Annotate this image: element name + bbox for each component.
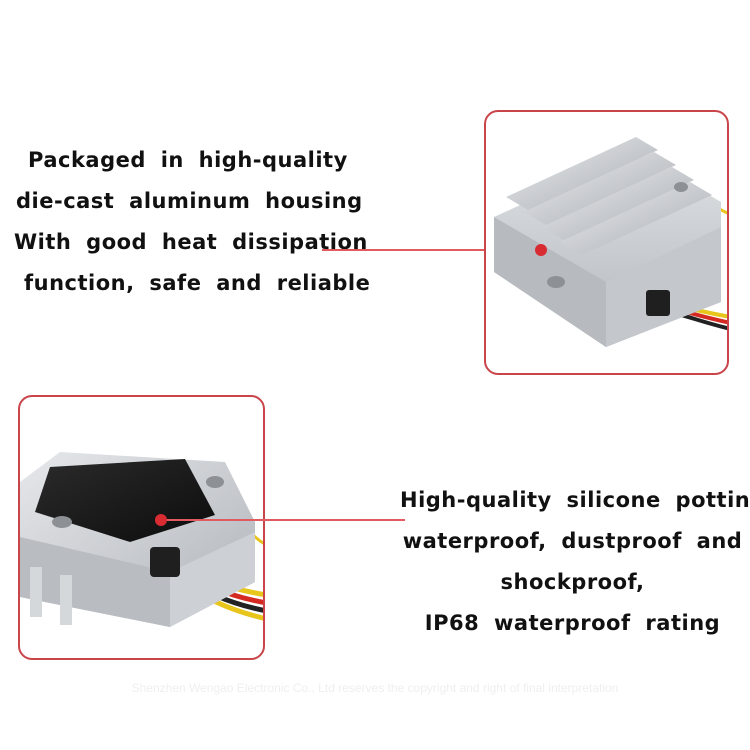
feature-housing-line-4: function, safe and reliable [24, 271, 371, 295]
silicone-potting-image [20, 452, 263, 627]
aluminum-housing-image [494, 137, 727, 347]
housing-callout-line [322, 249, 540, 251]
feature-potting-line-1: High-quality silicone potting, [400, 488, 750, 512]
feature-potting-line-2: waterproof, dustproof and [402, 529, 743, 553]
feature-potting-line-4: IP68 waterproof rating [424, 611, 721, 635]
feature-housing-line-2: die-cast aluminum housing [16, 189, 363, 213]
copyright-watermark: Shenzhen Wengao Electronic Co., Ltd rese… [131, 681, 619, 695]
feature-housing-line-3: With good heat dissipation [14, 230, 368, 254]
feature-potting-line-3: shockproof, [500, 570, 645, 594]
feature-housing-text: Packaged in high-quality die-cast alumin… [10, 140, 371, 304]
potting-callout-dot [155, 514, 167, 526]
housing-photo-frame [484, 110, 729, 375]
potting-callout-line [160, 519, 405, 521]
potting-photo-frame [18, 395, 265, 660]
housing-callout-dot [535, 244, 547, 256]
feature-potting-text: High-quality silicone potting, waterproo… [400, 480, 750, 644]
feature-housing-line-1: Packaged in high-quality [28, 148, 348, 172]
